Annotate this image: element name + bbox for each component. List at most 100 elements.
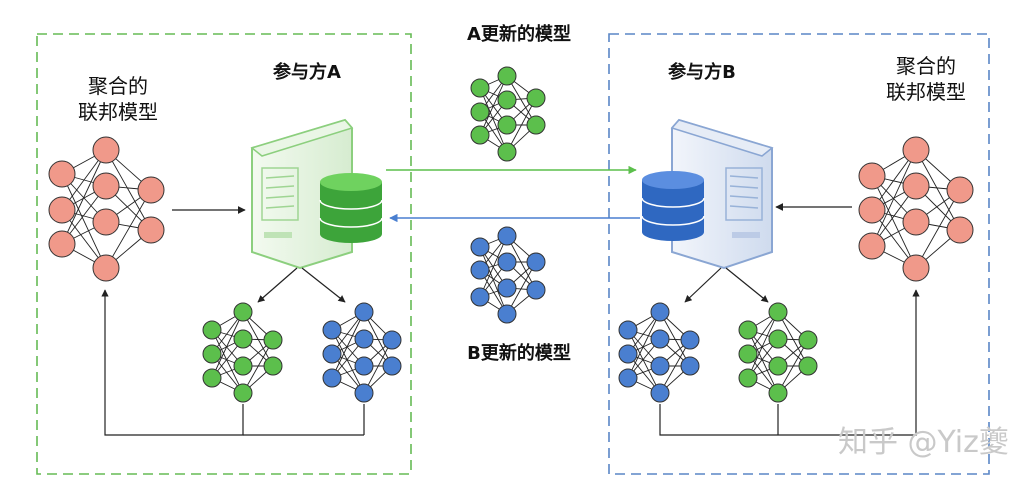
network-node xyxy=(470,260,490,280)
network-node xyxy=(680,356,700,376)
network-node xyxy=(202,344,222,364)
server-b-to-green-model-arrow xyxy=(725,267,769,303)
party-b-boundary xyxy=(608,33,990,475)
left-aggregated-model-label-1: 聚合的 xyxy=(88,74,148,98)
network-connection xyxy=(363,311,393,367)
network-node xyxy=(798,330,818,350)
network-node xyxy=(470,237,490,257)
network-node xyxy=(322,320,342,340)
network-node xyxy=(137,176,165,204)
right-aggregated-model-label-1: 聚合的 xyxy=(896,54,956,78)
network-connection xyxy=(211,329,244,394)
network-connection xyxy=(242,311,274,367)
network-node xyxy=(650,302,670,322)
party-a-database-icon xyxy=(319,173,383,243)
network-connection xyxy=(211,311,244,379)
a-updated-model-network xyxy=(470,66,546,162)
party-a-label: 参与方A xyxy=(273,61,341,83)
party-b-label: 参与方B xyxy=(668,61,736,83)
network-node xyxy=(263,330,283,350)
b-updated-model-label: B更新的模型 xyxy=(467,342,571,364)
network-node xyxy=(322,344,342,364)
network-node xyxy=(233,302,253,322)
network-node xyxy=(768,329,788,349)
network-node xyxy=(497,115,517,135)
network-node xyxy=(526,280,546,300)
network-node xyxy=(470,78,490,98)
network-node xyxy=(92,254,120,282)
network-node xyxy=(858,162,886,190)
network-node xyxy=(902,172,930,200)
b-updated-model-network xyxy=(470,226,546,324)
network-node xyxy=(497,90,517,110)
network-node xyxy=(738,344,758,364)
network-node xyxy=(137,216,165,244)
network-connection xyxy=(659,311,691,367)
network-node xyxy=(902,136,930,164)
network-connection xyxy=(915,189,961,269)
network-connection xyxy=(747,311,779,379)
network-connection xyxy=(747,329,779,394)
network-node xyxy=(92,136,120,164)
left-aggregated-model-label-2: 联邦模型 xyxy=(78,100,158,124)
network-connection xyxy=(777,339,809,394)
network-node xyxy=(497,252,517,272)
network-connection xyxy=(61,149,107,245)
network-node xyxy=(902,208,930,236)
network-node xyxy=(382,356,402,376)
network-node xyxy=(618,368,638,388)
network-node xyxy=(497,226,517,246)
network-node xyxy=(470,125,490,145)
network-node xyxy=(233,356,253,376)
network-node xyxy=(470,287,490,307)
network-node xyxy=(497,66,517,86)
network-node xyxy=(650,356,670,376)
network-node xyxy=(738,368,758,388)
network-node xyxy=(650,383,670,403)
network-node xyxy=(526,88,546,108)
network-connection xyxy=(331,329,365,394)
server-a-to-blue-model-arrow xyxy=(301,267,346,303)
network-connection xyxy=(506,235,537,291)
network-node xyxy=(470,102,490,122)
network-node xyxy=(738,320,758,340)
network-node xyxy=(946,176,974,204)
party-a-feedback-loop xyxy=(101,289,244,436)
network-connection xyxy=(61,173,107,269)
right-aggregated-model-network xyxy=(858,136,974,282)
party-b-database-icon xyxy=(641,171,705,241)
network-connection xyxy=(242,339,274,394)
network-connection xyxy=(479,246,508,315)
network-node xyxy=(354,302,374,322)
watermark: 知乎 @Yiz夔 xyxy=(838,425,1009,460)
network-node xyxy=(354,329,374,349)
network-node xyxy=(858,232,886,260)
network-node xyxy=(497,278,517,298)
network-connection xyxy=(363,339,393,394)
network-node xyxy=(233,383,253,403)
party-a-boundary xyxy=(36,33,412,475)
network-node xyxy=(618,320,638,340)
network-connection xyxy=(105,149,152,231)
network-node xyxy=(354,356,374,376)
left-aggregated-model-network xyxy=(48,136,165,282)
network-connection xyxy=(105,189,152,269)
server-b-to-blue-model-arrow xyxy=(684,267,722,303)
network-node xyxy=(768,356,788,376)
party-a-local-green-network xyxy=(202,302,283,403)
network-node xyxy=(497,304,517,324)
network-node xyxy=(48,230,76,258)
network-node xyxy=(858,196,886,224)
network-connection xyxy=(627,311,661,379)
network-node xyxy=(48,196,76,224)
network-connection xyxy=(871,149,917,247)
network-connection xyxy=(915,149,961,231)
network-node xyxy=(650,329,670,349)
network-node xyxy=(768,383,788,403)
network-node xyxy=(497,142,517,162)
a-updated-model-label: A更新的模型 xyxy=(467,23,571,45)
network-connection xyxy=(777,311,809,367)
party-b-feedback-loop xyxy=(659,289,920,436)
right-aggregated-model-label-2: 联邦模型 xyxy=(886,80,966,104)
network-node xyxy=(618,344,638,364)
